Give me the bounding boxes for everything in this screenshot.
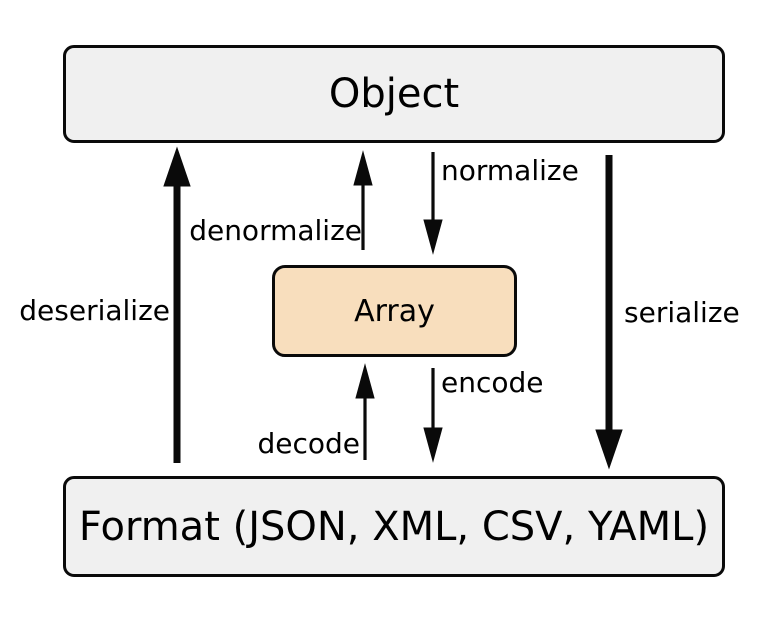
node-object-label: Object (328, 71, 460, 117)
encode-arrow (423, 368, 443, 463)
node-format: Format (JSON, XML, CSV, YAML) (63, 476, 725, 577)
deserialize-label: deserialize (19, 293, 170, 327)
serialize-label: serialize (624, 295, 740, 329)
serialize-arrow (595, 155, 623, 470)
denormalize-label: denormalize (189, 213, 362, 247)
node-array-label: Array (354, 293, 435, 329)
node-object: Object (63, 45, 725, 143)
node-format-label: Format (JSON, XML, CSV, YAML) (78, 503, 710, 550)
normalize-label: normalize (441, 153, 579, 187)
node-array: Array (272, 265, 517, 357)
normalize-arrow (423, 152, 443, 255)
encode-label: encode (441, 365, 544, 399)
decode-label: decode (257, 426, 360, 460)
